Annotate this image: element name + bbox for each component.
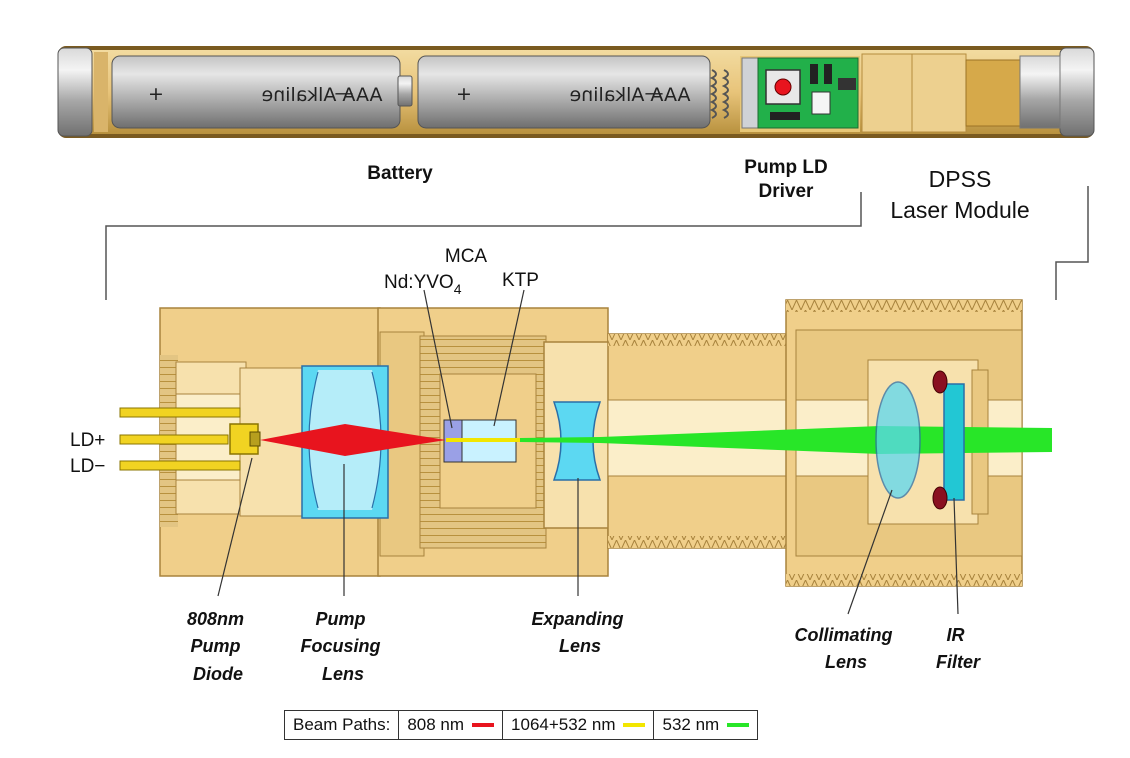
battery-1-minus: — bbox=[335, 82, 354, 104]
legend-item-808nm: 808 nm bbox=[399, 711, 504, 739]
ndyvo4-label: Nd:YVO4 bbox=[384, 272, 462, 297]
zoom-bracket bbox=[105, 186, 1089, 300]
pump-diode-label-line3: Diode bbox=[193, 664, 243, 684]
legend-item-532nm-label: 532 nm bbox=[662, 715, 720, 734]
ndyvo4-label-base: Nd:YVO bbox=[384, 272, 454, 293]
beam-paths-legend: Beam Paths: 808 nm 1064+532 nm 532 nm bbox=[284, 710, 759, 740]
collimating-lens-label-line2: Lens bbox=[825, 652, 867, 672]
laser-module-housing bbox=[861, 53, 1061, 133]
battery-spring bbox=[709, 69, 729, 119]
right-end-cap bbox=[1059, 47, 1095, 137]
pointer-body: + AAA Alkaline — + AAA Alkaline — bbox=[57, 46, 1095, 138]
ir-filter-label: IR Filter bbox=[936, 625, 981, 672]
battery-2-minus: — bbox=[645, 82, 664, 104]
legend-item-808nm-label: 808 nm bbox=[407, 715, 465, 734]
legend-swatch-532nm bbox=[727, 723, 750, 727]
pump-focusing-lens-label-line3: Lens bbox=[322, 664, 364, 684]
battery-1-plus: + bbox=[148, 83, 164, 105]
expanding-lens-label-line1: Expanding bbox=[531, 609, 623, 629]
collimating-lens bbox=[875, 381, 921, 499]
ndyvo4-label-sub: 4 bbox=[454, 281, 462, 297]
pump-diode-label-line1: 808nm bbox=[187, 609, 244, 629]
battery-1-label: AAA Alkaline bbox=[262, 84, 383, 106]
ld-minus-label: LD− bbox=[70, 456, 105, 477]
pump-focusing-lens-label: Pump Focusing Lens bbox=[300, 609, 385, 684]
expanding-lens-label-line2: Lens bbox=[559, 636, 601, 656]
pump-diode-label: 808nm Pump Diode bbox=[187, 609, 249, 684]
ir-filter bbox=[932, 370, 965, 510]
legend-item-532nm: 532 nm bbox=[654, 711, 757, 739]
legend-swatch-808nm bbox=[472, 723, 495, 727]
battery-2: + AAA Alkaline — bbox=[417, 55, 711, 129]
legend-item-1064-532nm-label: 1064+532 nm bbox=[511, 715, 616, 734]
battery-2-label: AAA Alkaline bbox=[570, 84, 691, 106]
legend-item-1064-532nm: 1064+532 nm bbox=[503, 711, 655, 739]
legend-swatch-1064-532nm bbox=[623, 723, 646, 727]
pump-driver-label-line1: Pump LD bbox=[744, 157, 827, 178]
dpss-label-line1: DPSS bbox=[929, 166, 992, 192]
pump-focusing-lens-label-line1: Pump bbox=[315, 609, 365, 629]
collimating-lens-label: Collimating Lens bbox=[794, 625, 897, 672]
dpss-label-line2: Laser Module bbox=[890, 197, 1029, 223]
pump-driver-label-line2: Driver bbox=[759, 181, 815, 202]
battery-2-plus: + bbox=[456, 83, 472, 105]
mca-label: MCA bbox=[445, 246, 488, 267]
pump-diode-label-line2: Pump bbox=[190, 636, 240, 656]
legend-title: Beam Paths: bbox=[285, 711, 400, 739]
ld-plus-label: LD+ bbox=[70, 430, 105, 451]
pump-focusing-lens-label-line2: Focusing bbox=[300, 636, 380, 656]
ir-filter-label-line2: Filter bbox=[936, 652, 981, 672]
ktp-label: KTP bbox=[502, 270, 539, 291]
laser-diode-pins bbox=[119, 407, 261, 471]
callout-lines bbox=[217, 289, 959, 615]
beam-808nm bbox=[260, 424, 446, 456]
left-end-cap bbox=[57, 47, 93, 137]
ir-filter-label-line1: IR bbox=[946, 625, 964, 645]
battery-label: Battery bbox=[367, 163, 433, 184]
collimating-lens-label-line1: Collimating bbox=[794, 625, 892, 645]
pump-driver-board bbox=[740, 56, 860, 132]
battery-1: + AAA Alkaline — bbox=[111, 55, 413, 129]
expanding-lens-label: Expanding Lens bbox=[531, 609, 628, 656]
